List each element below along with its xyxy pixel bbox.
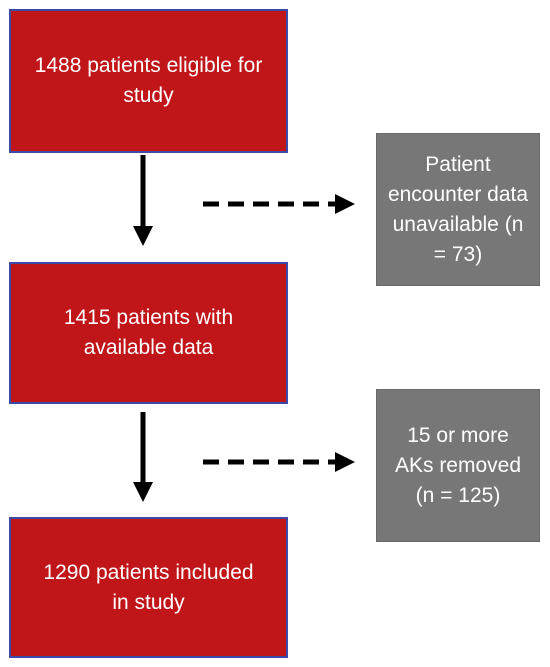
box-included-patients: 1290 patients included in study: [9, 517, 288, 658]
box-eligible-patients-label: 1488 patients eligible for study: [34, 54, 263, 107]
exclusion-box-data-unavailable-label: Patient encounter data unavailable (n = …: [387, 152, 529, 266]
box-available-data: 1415 patients with available data: [9, 262, 288, 404]
exclusion-box-aks-removed-label: 15 or more AKs removed (n = 125): [394, 423, 522, 507]
box-available-data-label: 1415 patients with available data: [63, 306, 234, 359]
exclusion-box-data-unavailable: Patient encounter data unavailable (n = …: [376, 133, 540, 286]
box-eligible-patients: 1488 patients eligible for study: [9, 9, 288, 153]
exclusion-box-aks-removed: 15 or more AKs removed (n = 125): [376, 389, 540, 542]
box-included-patients-label: 1290 patients included in study: [43, 560, 254, 614]
